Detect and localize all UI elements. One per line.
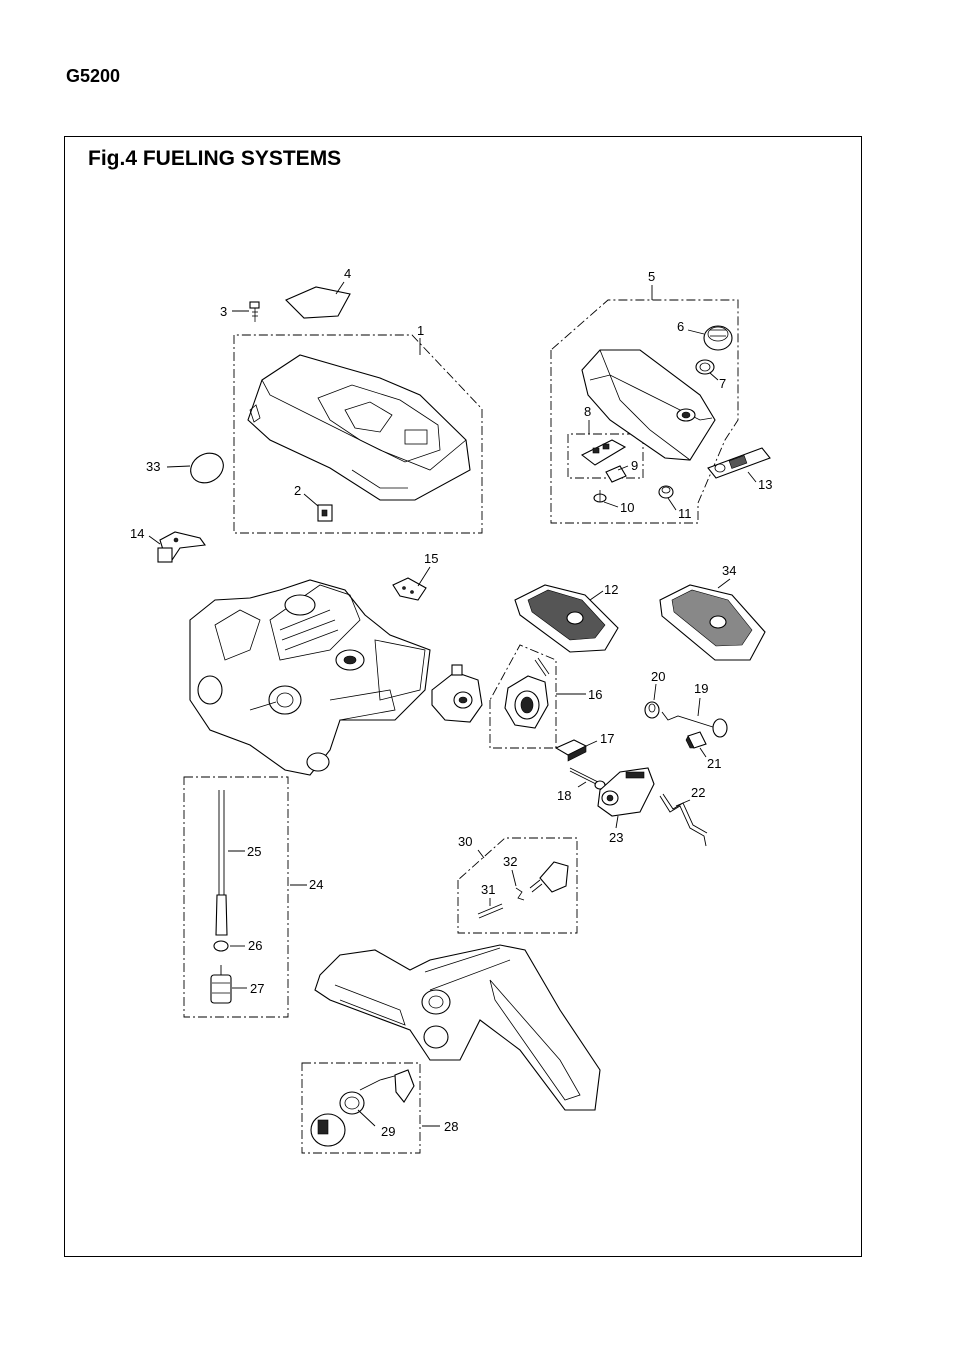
callout-4: 4	[344, 266, 351, 281]
callout-7: 7	[719, 376, 726, 391]
part-5-filter-cover	[581, 349, 716, 461]
part-27-fuel-filter	[210, 965, 232, 1004]
callout-5: 5	[648, 269, 655, 284]
carburetor	[431, 664, 483, 723]
callout-33: 33	[146, 459, 160, 474]
part-4-gasket	[285, 286, 351, 319]
callout-16: 16	[588, 687, 602, 702]
part-12-air-filter	[514, 584, 619, 653]
model-code: G5200	[66, 66, 121, 86]
callout-11: 11	[678, 506, 692, 521]
part-31-pin	[477, 903, 504, 919]
callout-20: 20	[651, 669, 665, 684]
part-26-nut	[213, 940, 229, 952]
part-16-intake	[504, 657, 550, 729]
callout-10: 10	[620, 500, 634, 515]
figure-title: Fig.4 FUELING SYSTEMS	[88, 147, 342, 170]
callout-21: 21	[707, 756, 721, 771]
callout-9: 9	[631, 458, 638, 473]
part-8-plate	[580, 439, 627, 466]
part-2-clip	[317, 504, 333, 522]
part-1-top-cover	[247, 354, 471, 501]
part-3-screw	[249, 301, 260, 322]
callout-14: 14	[130, 526, 144, 541]
callout-12: 12	[604, 582, 618, 597]
group-box-1	[233, 334, 483, 534]
part-11-nut	[658, 485, 674, 499]
part-13-plate	[707, 447, 771, 479]
callout-3: 3	[220, 304, 227, 319]
callout-24: 24	[309, 877, 323, 892]
part-34-air-filter	[659, 584, 766, 661]
part-33-o-ring	[190, 452, 224, 484]
crankcase-handle	[314, 944, 601, 1111]
callout-27: 27	[250, 981, 264, 996]
callout-17: 17	[600, 731, 614, 746]
part-9-pad	[605, 465, 627, 483]
part-7-washer	[695, 359, 715, 375]
callout-23: 23	[609, 830, 623, 845]
figure-frame	[64, 136, 862, 1257]
part-30-oil-pump	[529, 861, 569, 893]
leader-lines	[148, 281, 757, 1127]
part-21-knob	[685, 731, 707, 749]
group-box-28	[301, 1062, 421, 1154]
part-23-bracket	[597, 767, 655, 817]
callout-1: 1	[417, 323, 424, 338]
callout-30: 30	[458, 834, 472, 849]
group-box-5	[550, 299, 739, 524]
part-18-bolt	[569, 767, 606, 790]
part-10-bolt	[593, 490, 607, 503]
part-6-knob	[703, 325, 733, 351]
part-20-grommet	[644, 701, 660, 719]
callout-31: 31	[481, 882, 495, 897]
part-25-fuel-hose	[215, 790, 228, 936]
callout-28: 28	[444, 1119, 458, 1134]
group-box-24	[183, 776, 289, 1018]
part-32-clip	[515, 887, 525, 901]
callout-26: 26	[248, 938, 262, 953]
engine-assembly	[189, 579, 431, 776]
part-19-choke-rod	[661, 711, 728, 738]
callout-18: 18	[557, 788, 571, 803]
callout-13: 13	[758, 477, 772, 492]
callout-29: 29	[381, 1124, 395, 1139]
callout-25: 25	[247, 844, 261, 859]
group-box-16	[489, 644, 557, 749]
part-22-wire	[659, 793, 708, 847]
part-15-bracket	[392, 577, 427, 601]
callout-8: 8	[584, 404, 591, 419]
group-box-8	[567, 433, 644, 479]
callout-22: 22	[691, 785, 705, 800]
callout-numbers: 4 3 1 2 33 5 6 7 8 9 10 11 13 14 15 12 3…	[130, 266, 772, 1139]
part-28-strap	[359, 1069, 415, 1103]
part-17-block	[554, 739, 588, 762]
callout-32: 32	[503, 854, 517, 869]
callout-19: 19	[694, 681, 708, 696]
callout-6: 6	[677, 319, 684, 334]
callout-15: 15	[424, 551, 438, 566]
part-29-fuel-cap	[310, 1091, 365, 1147]
callout-2: 2	[294, 483, 301, 498]
callout-34: 34	[722, 563, 736, 578]
part-14-bracket	[157, 531, 206, 563]
